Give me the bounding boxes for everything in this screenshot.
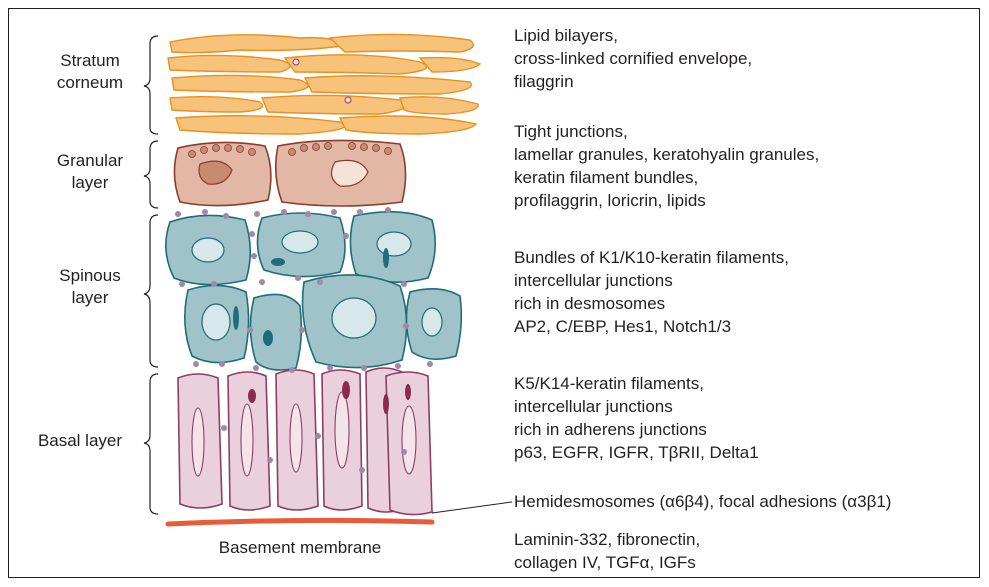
corneum-cells <box>168 34 480 134</box>
desc-basal-layer: K5/K14-keratin filaments, intercellular … <box>514 372 759 464</box>
basement-membrane-line <box>168 520 432 524</box>
basal-cells <box>178 368 432 515</box>
desc-granular-layer: Tight junctions, lamellar granules, kera… <box>514 120 819 212</box>
desc-basement-membrane: Laminin-332, fibronectin, collagen IV, T… <box>514 528 700 574</box>
brace-granular <box>144 141 158 208</box>
desc-spinous-layer: Bundles of K1/K10-keratin filaments, int… <box>514 246 789 338</box>
hemidesmosome-pointer <box>432 502 512 513</box>
desc-stratum-corneum: Lipid bilayers, cross-linked cornified e… <box>514 24 752 93</box>
brace-basal <box>144 374 158 514</box>
desc-hemidesmosomes: Hemidesmosomes (α6β4), focal adhesions (… <box>514 490 891 513</box>
brace-corneum <box>144 36 158 134</box>
layer-braces <box>144 36 158 514</box>
brace-spinous <box>144 215 158 367</box>
granular-cells <box>174 140 405 206</box>
basement-membrane-label: Basement membrane <box>200 538 400 558</box>
